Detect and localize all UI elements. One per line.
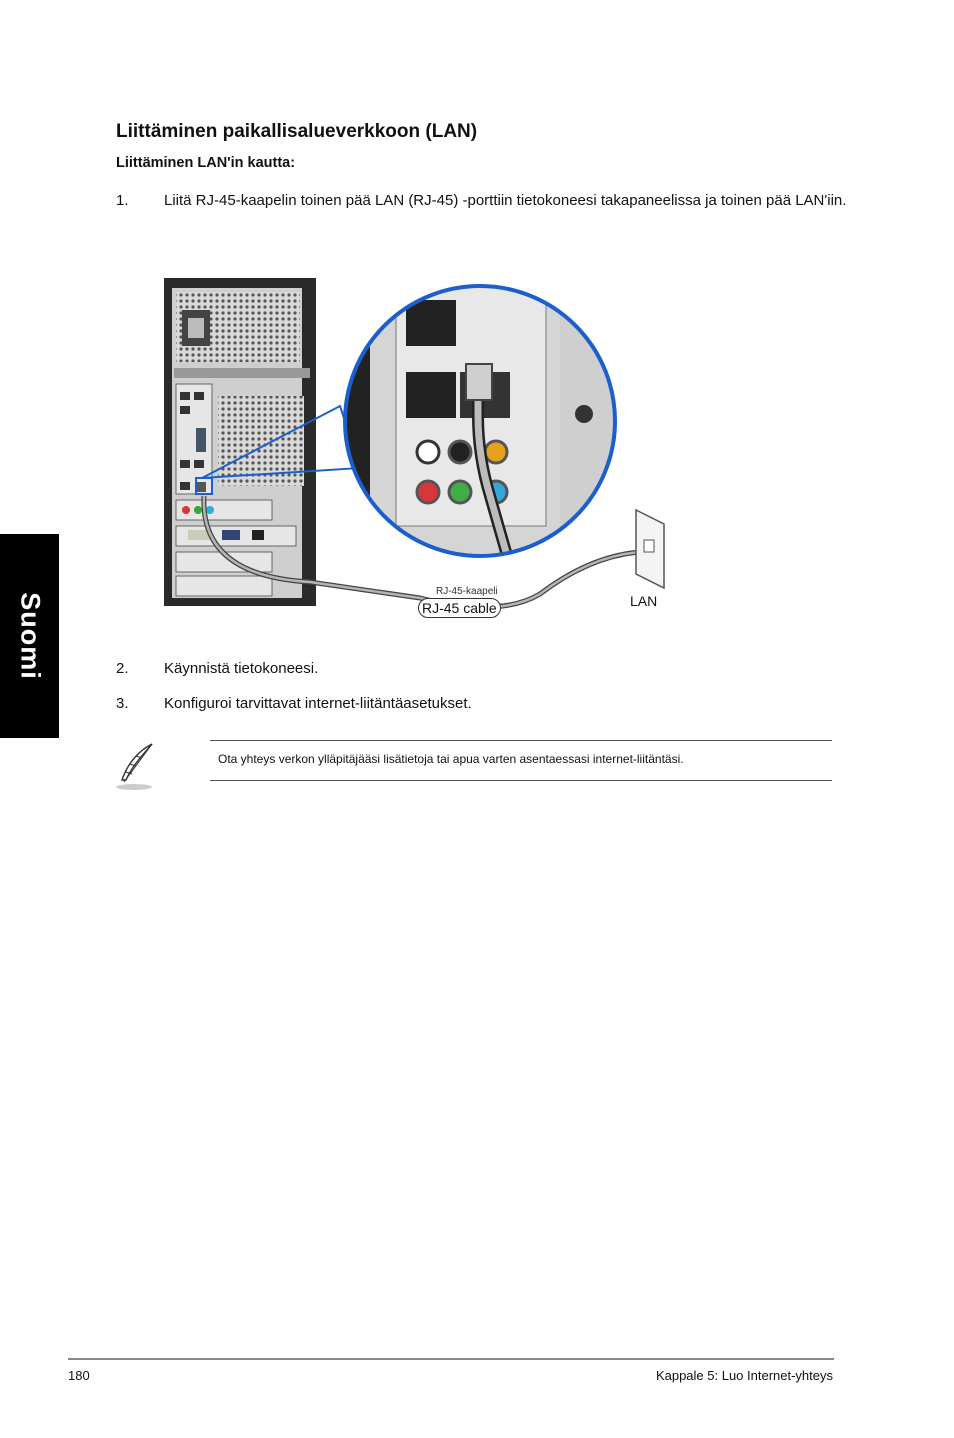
side-tab-label: Suomi (15, 592, 45, 680)
lan-label: LAN (630, 593, 658, 609)
pc-rear-panel-illustration (164, 278, 665, 610)
sub-title: Liittäminen LAN'in kautta: (116, 155, 296, 171)
step-text: Konfiguroi tarvittavat internet-liitäntä… (164, 695, 472, 712)
language-side-tab: Suomi (0, 534, 59, 738)
footer-rule (68, 1358, 834, 1360)
note-top-rule (210, 740, 832, 741)
step-number: 1. (116, 192, 129, 209)
lan-connection-figure: RJ-45-kaapeli RJ-45 cable LAN (160, 256, 680, 626)
note-text: Ota yhteys verkon ylläpitäjääsi lisätiet… (218, 752, 684, 766)
section-title: Liittäminen paikallisalueverkkoon (LAN) (116, 121, 478, 142)
step-number: 2. (116, 660, 129, 677)
step-number: 3. (116, 695, 129, 712)
note-bottom-rule (210, 780, 832, 781)
step-text: Käynnistä tietokoneesi. (164, 660, 319, 677)
cable-label-small: RJ-45-kaapeli (436, 586, 498, 597)
page-number: 180 (68, 1368, 90, 1383)
cable-label: RJ-45 cable (418, 598, 501, 618)
quill-note-icon (112, 742, 158, 797)
chapter-title: Kappale 5: Luo Internet-yhteys (655, 1368, 833, 1383)
step-text: Liitä RJ-45-kaapelin toinen pää LAN (RJ-… (164, 192, 847, 209)
